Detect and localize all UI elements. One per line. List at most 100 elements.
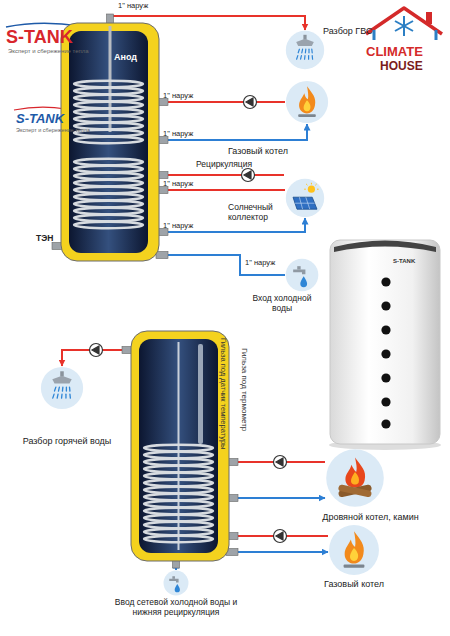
storage-tank-part-part <box>144 515 213 521</box>
device-icon-part-part <box>304 100 311 111</box>
storage-tank-part-part <box>144 487 213 493</box>
device-icon-part-part <box>308 186 315 193</box>
device-icon-part-part <box>41 367 83 409</box>
device-icon: Дровяной котел, камин <box>325 448 385 508</box>
brand-logo: S-TANK <box>6 28 73 48</box>
storage-tank-part-part <box>61 23 159 261</box>
device-icon-part <box>328 524 380 576</box>
storage-tank-part-part <box>144 536 213 542</box>
device-icon-part-part <box>286 31 324 69</box>
tank-photo-part <box>381 277 390 286</box>
node-label: Солнечный коллектор <box>228 203 286 223</box>
pipe-connector <box>160 124 307 140</box>
tank-photo-part <box>381 373 390 382</box>
tank-photo-part <box>381 397 390 406</box>
device-icon-part <box>40 366 84 410</box>
device-icon-part-part <box>329 525 379 575</box>
storage-tank-part <box>60 22 160 262</box>
node-label: Вход холодной воды <box>243 294 321 314</box>
device-icon-part-part-part <box>308 49 309 53</box>
device-icon: Ввод сетевой холодной воды и нижняя реци… <box>163 570 189 596</box>
pump-symbol-part <box>92 346 99 354</box>
storage-tank-part-part <box>74 215 143 221</box>
storage-tank-part-part <box>74 102 143 108</box>
pump-symbol-part <box>242 169 255 182</box>
heater-label: ТЭН <box>36 234 53 243</box>
device-icon-part <box>285 178 325 218</box>
node-label: Ввод сетевой холодной воды и нижняя реци… <box>105 598 247 618</box>
device-icon-part-part <box>326 449 384 507</box>
device-icon-part-part-part <box>308 56 309 60</box>
pipe-connector <box>230 497 325 499</box>
climate-house-logo-part <box>426 12 432 24</box>
node-label: Гильза под датчик температуры <box>218 338 227 449</box>
device-icon-part-part-part <box>311 183 312 185</box>
storage-tank-part-part <box>74 159 143 165</box>
storage-tank-part-part <box>144 480 213 486</box>
pipe-size: 1" наруж <box>245 259 275 267</box>
device-icon-part-part-part <box>65 394 66 398</box>
brand-slogan: Эксперт и сбережение тепла <box>16 127 90 133</box>
storage-tank-part-part <box>74 116 143 122</box>
device-icon-part-part <box>338 484 372 497</box>
pump-symbol-part <box>244 171 251 179</box>
storage-tank: Анод <box>60 22 160 262</box>
device-icon-part <box>163 570 189 596</box>
storage-tank-part-part <box>144 459 213 465</box>
storage-tank-part <box>130 330 230 562</box>
device-icon-part-part-part <box>297 56 298 60</box>
device-icon: Разбор горячей воды <box>40 366 84 410</box>
brand-slogan: Эксперт и сбережение тепла <box>8 48 89 55</box>
storage-tank-part-part <box>74 88 143 94</box>
device-icon-part-part-part <box>311 49 313 53</box>
storage-tank-part-part <box>144 522 213 528</box>
climate-house-logo-part-part <box>395 21 413 31</box>
storage-tank-part-part <box>144 501 213 507</box>
node-label: Газовый котел <box>228 146 300 156</box>
recirculation-pipe <box>161 175 284 176</box>
pump-symbol-part <box>276 532 283 540</box>
device-icon-part-part-part <box>298 49 299 53</box>
recirculation-pipe-part <box>161 174 284 176</box>
device-icon: Солнечный коллектор <box>285 178 325 218</box>
brand-logo: S-TANK <box>16 112 64 126</box>
device-icon: Вход холодной воды <box>285 258 319 292</box>
device-icon: Газовый котел <box>285 80 329 124</box>
device-icon-part-part-part <box>305 49 307 53</box>
storage-tank-part-part <box>74 109 143 115</box>
device-icon-part-part <box>53 387 71 398</box>
device-icon: Газовый котел <box>328 524 380 576</box>
device-icon-part-part <box>175 584 180 592</box>
storage-tank-part-part <box>74 81 143 87</box>
brand-logo: HOUSE <box>380 60 423 73</box>
node-label: Газовый котел <box>314 579 394 589</box>
device-icon-part-part-part <box>304 56 306 60</box>
device-icon-part-part <box>350 548 358 561</box>
climate-house-logo-part-part <box>395 21 413 31</box>
storage-tank-part-part <box>144 452 213 458</box>
tank-photo-part <box>330 240 440 444</box>
device-icon-part-part <box>338 484 372 497</box>
storage-tank-part-part <box>144 494 213 500</box>
device-icon-part-part <box>351 472 359 485</box>
device-icon-part-part <box>297 49 313 59</box>
device-icon-part-part <box>299 86 315 113</box>
device-icon-part-part <box>295 197 315 209</box>
brand-logo: S-TANK <box>393 258 415 265</box>
device-icon-part-part <box>304 183 318 189</box>
storage-tank-part-part <box>74 187 143 193</box>
device-icon-part-part-part <box>301 49 303 53</box>
device-icon-part-part <box>344 565 365 568</box>
storage-tank-part-part <box>144 466 213 472</box>
storage-tank-part-part <box>144 508 213 514</box>
climate-house-logo <box>366 8 442 40</box>
tank-photo-part <box>334 241 436 253</box>
storage-tank-part-part <box>74 137 143 143</box>
device-icon-part-part <box>164 571 189 596</box>
device-icon-part-part-part <box>300 56 302 60</box>
device-icon-part-part <box>169 579 178 583</box>
device-icon-part-part <box>286 179 324 217</box>
pipe-connector <box>160 189 285 191</box>
node-label: Разбор горячей воды <box>12 436 122 446</box>
device-icon-part-part-part <box>312 56 314 60</box>
